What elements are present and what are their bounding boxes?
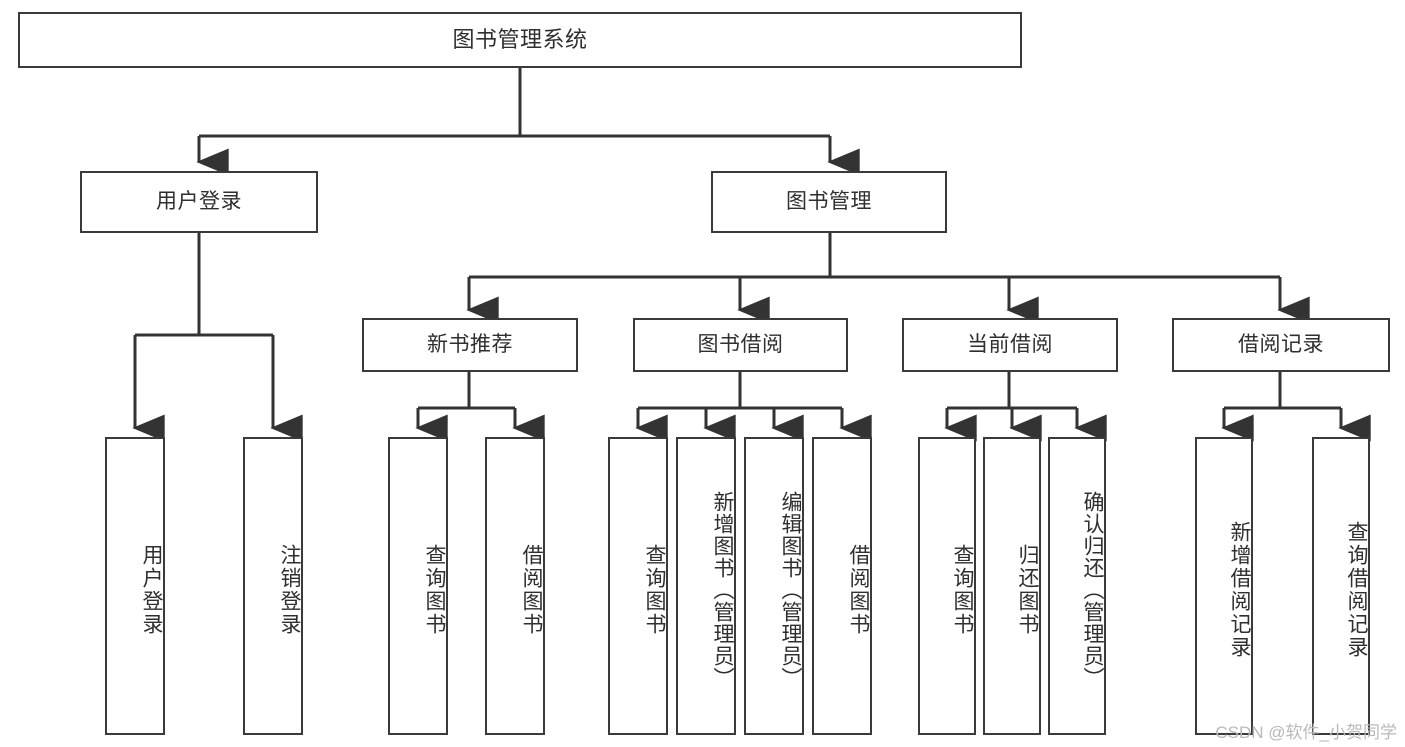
node-label: 新书推荐 [427,332,513,356]
node-label: 查询图书 [951,544,974,636]
node-label: 查询图书 [643,544,666,636]
node-label: 借阅图书 [847,544,870,636]
node-root-system[interactable]: 图书管理系统 [18,12,1022,68]
node-label: 归还图书 [1016,544,1039,636]
leaf-borrow-add-book-admin[interactable]: 新增图书（管理员） [676,437,736,735]
node-label: 查询图书 [423,544,446,636]
node-label: 查询借阅记录 [1345,521,1368,659]
node-book-management[interactable]: 图书管理 [711,171,947,233]
leaf-records-query-record[interactable]: 查询借阅记录 [1312,437,1370,735]
node-label: 用户登录 [156,189,242,213]
leaf-borrow-query-book[interactable]: 查询图书 [608,437,668,735]
leaf-borrow-lend-book[interactable]: 借阅图书 [812,437,872,735]
leaf-current-return-book[interactable]: 归还图书 [983,437,1041,735]
node-user-login[interactable]: 用户登录 [80,171,318,233]
node-new-book-recommend[interactable]: 新书推荐 [362,318,578,372]
node-current-borrow[interactable]: 当前借阅 [902,318,1118,372]
node-book-borrow[interactable]: 图书借阅 [633,318,848,372]
leaf-borrow-edit-book-admin[interactable]: 编辑图书（管理员） [744,437,804,735]
leaf-newbook-query-book[interactable]: 查询图书 [388,437,448,735]
leaf-current-confirm-return-admin[interactable]: 确认归还（管理员） [1048,437,1106,735]
node-label: 确认归还（管理员） [1081,491,1104,689]
leaf-current-query-book[interactable]: 查询图书 [918,437,976,735]
node-borrow-records[interactable]: 借阅记录 [1172,318,1390,372]
node-label: 编辑图书（管理员） [779,491,802,689]
node-label: 用户登录 [140,544,163,636]
node-label: 新增图书（管理员） [711,491,734,689]
node-label: 借阅记录 [1238,332,1324,356]
leaf-newbook-borrow-book[interactable]: 借阅图书 [485,437,545,735]
leaf-user-login[interactable]: 用户登录 [105,437,165,735]
node-label: 借阅图书 [520,544,543,636]
leaf-user-logout[interactable]: 注销登录 [243,437,303,735]
node-label: 图书借阅 [697,332,784,356]
watermark-text: CSDN @软件_小贺同学 [1215,723,1397,742]
node-label: 图书管理系统 [452,27,588,53]
node-label: 注销登录 [278,544,301,636]
node-label: 图书管理 [786,189,872,213]
node-label: 新增借阅记录 [1228,521,1251,659]
node-label: 当前借阅 [967,332,1053,356]
leaf-records-add-record[interactable]: 新增借阅记录 [1195,437,1253,735]
